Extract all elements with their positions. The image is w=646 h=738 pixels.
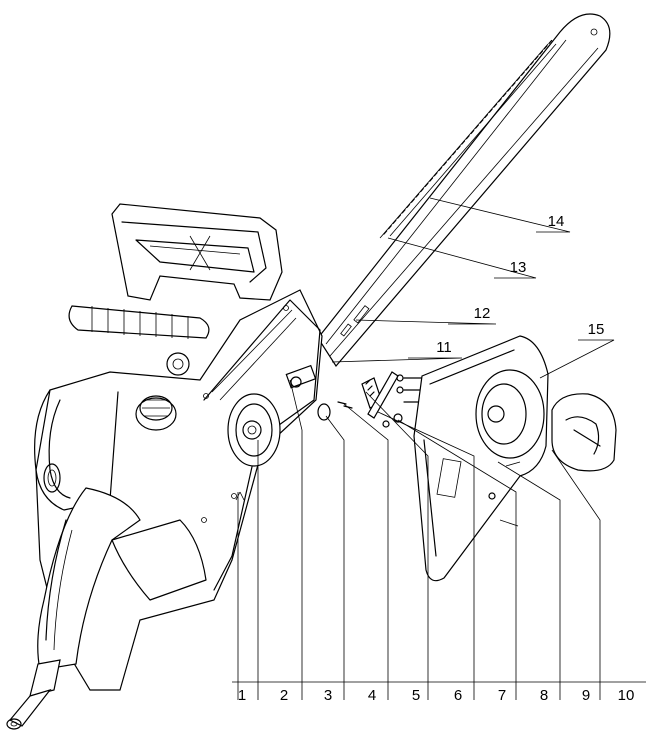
callout-14: 14	[548, 213, 565, 230]
callout-10: 10	[618, 687, 635, 704]
callout-8: 8	[540, 687, 548, 704]
saw-chain	[379, 39, 557, 239]
callout-labels: 1 2 3 4 5 6 7 8 9 10 11 12 13 14 15	[238, 213, 635, 704]
callout-13: 13	[510, 259, 527, 276]
callout-4: 4	[368, 687, 376, 704]
callout-1: 1	[238, 687, 246, 704]
main-housing	[6, 289, 323, 730]
callout-2: 2	[280, 687, 288, 704]
leader-lines	[232, 197, 646, 700]
callout-3: 3	[324, 687, 332, 704]
callout-9: 9	[582, 687, 590, 704]
callout-6: 6	[454, 687, 462, 704]
sprocket-assembly	[227, 393, 281, 467]
tensioning-knob	[551, 393, 617, 472]
callout-5: 5	[412, 687, 420, 704]
callout-11: 11	[436, 339, 452, 356]
tensioner-parts	[285, 364, 423, 428]
side-cover	[413, 335, 549, 582]
callout-7: 7	[498, 687, 506, 704]
callout-15: 15	[588, 321, 605, 338]
top-handle	[111, 203, 283, 301]
front-grip	[68, 305, 210, 376]
callout-12: 12	[474, 305, 491, 322]
guide-bar	[317, 13, 611, 368]
